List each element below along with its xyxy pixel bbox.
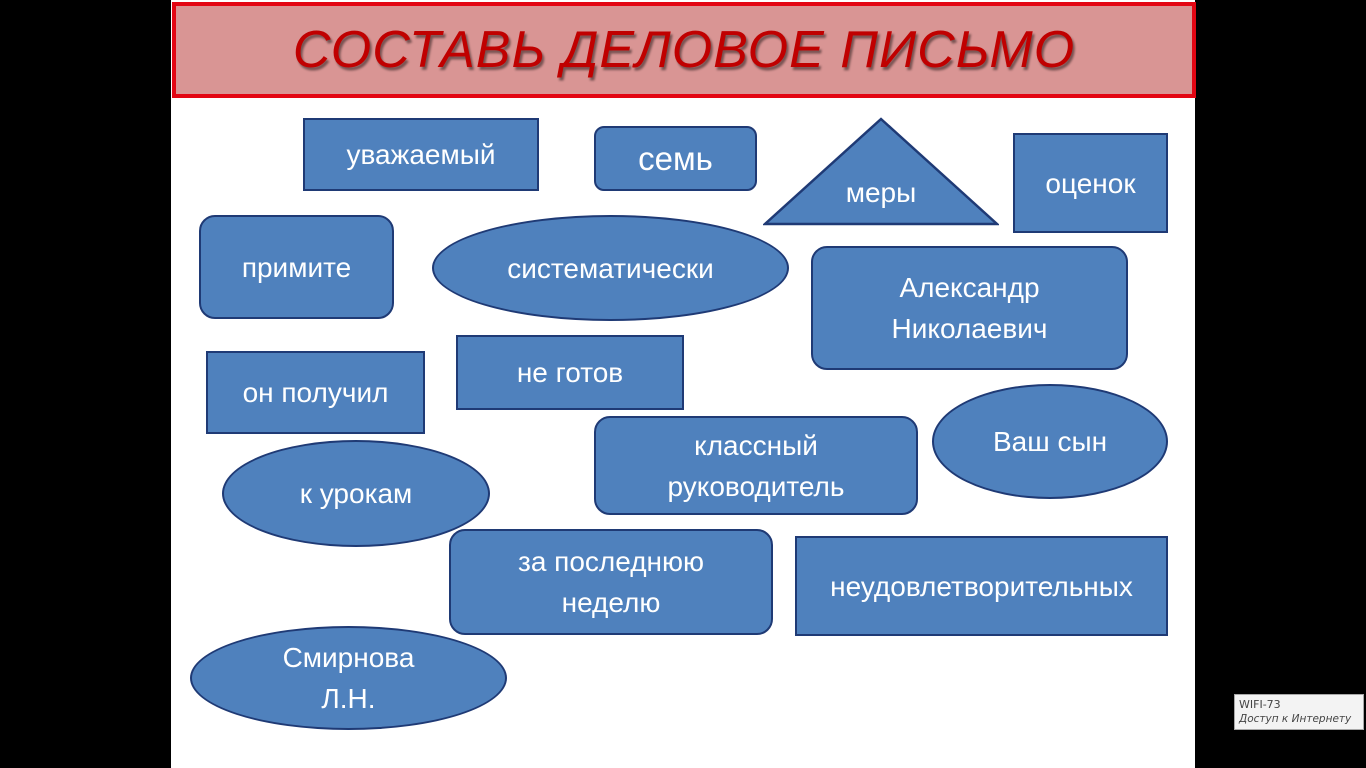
- title-banner: СОСТАВЬ ДЕЛОВОЕ ПИСЬМО: [172, 2, 1196, 98]
- card-vash-syn[interactable]: Ваш сын: [932, 384, 1168, 499]
- triangle-shape: [761, 117, 1001, 226]
- card-label: неудовлетворительных: [830, 570, 1133, 602]
- card-on-poluchil[interactable]: он получил: [206, 351, 425, 434]
- card-label: не готов: [516, 357, 624, 388]
- card-label: оценок: [1045, 167, 1136, 199]
- card-label: примите: [241, 251, 352, 283]
- card-label: Александр Николаевич: [891, 272, 1048, 344]
- network-name: WIFI-73: [1239, 698, 1281, 711]
- card-uvazhaemyi[interactable]: уважаемый: [303, 118, 539, 191]
- network-status-tooltip: WIFI-73 Доступ к Интернету: [1234, 694, 1364, 730]
- card-label: уважаемый: [346, 139, 496, 170]
- card-label: классный руководитель: [667, 429, 845, 502]
- card-sem[interactable]: семь: [594, 126, 757, 191]
- card-label: за последнюю неделю: [517, 546, 705, 618]
- card-za-poslednyuyu-nedelyu[interactable]: за последнюю неделю: [449, 529, 773, 635]
- card-label: к урокам: [299, 478, 413, 509]
- card-neudovletvoritelnykh[interactable]: неудовлетворительных: [795, 536, 1168, 636]
- card-label: Ваш сын: [992, 426, 1108, 457]
- card-sistematicheski[interactable]: систематически: [432, 215, 789, 321]
- card-label: систематически: [507, 252, 714, 284]
- network-status: Доступ к Интернету: [1239, 713, 1352, 725]
- card-label: он получил: [242, 377, 389, 408]
- slide-title: СОСТАВЬ ДЕЛОВОЕ ПИСЬМО: [292, 21, 1076, 79]
- card-ne-gotov[interactable]: не готов: [456, 335, 684, 410]
- card-primite[interactable]: примите: [199, 215, 394, 319]
- card-aleksandr-nikolaevich[interactable]: Александр Николаевич: [811, 246, 1128, 370]
- card-otsenok[interactable]: оценок: [1013, 133, 1168, 233]
- card-klassnyi-rukovoditel[interactable]: классный руководитель: [594, 416, 918, 515]
- card-label: Смирнова Л.Н.: [282, 642, 415, 714]
- card-label: семь: [638, 140, 713, 177]
- card-k-urokam[interactable]: к урокам: [222, 440, 490, 547]
- card-mery[interactable]: меры: [761, 117, 1001, 226]
- card-smirnova[interactable]: Смирнова Л.Н.: [190, 626, 507, 730]
- card-label: меры: [845, 177, 917, 208]
